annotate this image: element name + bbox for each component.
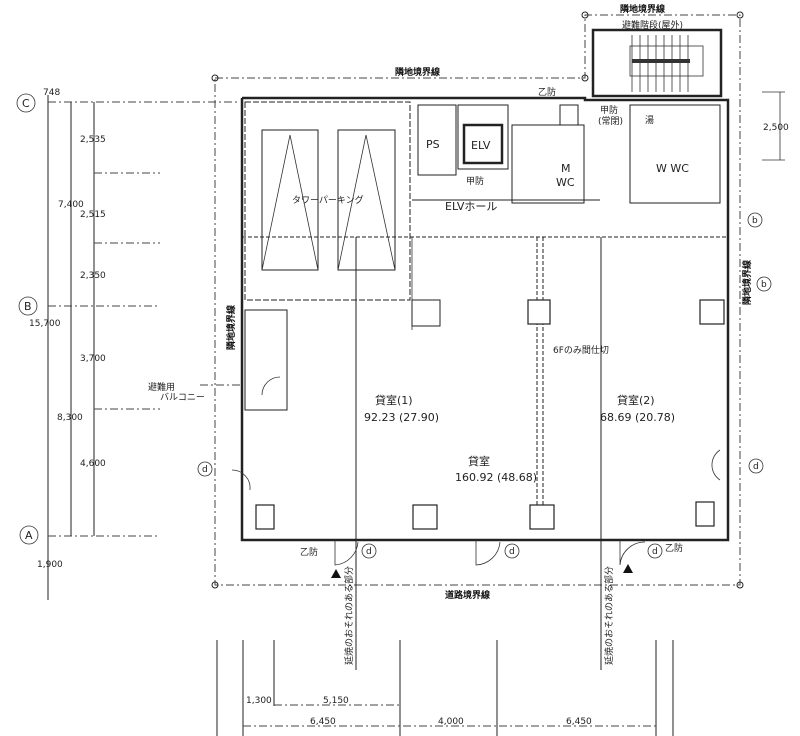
core xyxy=(411,104,721,330)
b-label-1: b xyxy=(752,216,758,226)
adjacent-boundary-right-label: 隣地境界線 xyxy=(741,260,753,305)
entrance-marker-right xyxy=(623,564,633,573)
room-total-name[interactable]: 貸室 xyxy=(468,454,490,468)
partition-note: 6Fのみ間仕切 xyxy=(553,344,609,356)
otsu-door-top-label: 乙防 xyxy=(538,86,556,98)
balcony-label-1: 避難用 xyxy=(148,381,175,393)
ps-label[interactable]: PS xyxy=(426,138,440,151)
kitchen-label: 湯 xyxy=(645,115,654,126)
b-label-2: b xyxy=(761,280,767,290)
d-label-2: d xyxy=(509,547,515,557)
d-label-1: d xyxy=(366,547,372,557)
bottom-dimensions xyxy=(216,640,674,736)
d-label-3: d xyxy=(652,547,658,557)
balcony xyxy=(244,309,288,411)
elv-door-label: 甲防 xyxy=(466,175,484,187)
room2-area: 68.69 (20.78) xyxy=(600,411,675,424)
entrance-marker-left xyxy=(331,569,341,578)
room1-area: 92.23 (27.90) xyxy=(364,411,439,424)
d-label-4: d xyxy=(202,465,208,475)
dim-b-level: 15,700 xyxy=(29,319,61,329)
dim-bottom: 1,900 xyxy=(37,560,63,570)
fire-spread-right-label: 延焼のおそれのある部分 xyxy=(603,566,615,665)
elv-hall-label[interactable]: ELVホール xyxy=(445,200,497,213)
d-markers xyxy=(197,212,772,559)
dim-bottom-1300: 1,300 xyxy=(246,696,272,706)
room-total-area: 160.92 (48.68) xyxy=(455,471,537,484)
dim-bottom-6450-left: 6,450 xyxy=(310,717,336,727)
adjacent-boundary-top-label: 隣地境界線 xyxy=(395,66,440,78)
balcony-label-2: バルコニー xyxy=(160,392,205,403)
dim-seg-5: 4,600 xyxy=(80,459,106,469)
wwc-label[interactable]: W WC xyxy=(656,162,689,175)
kou-closed-label-1: 甲防 xyxy=(600,104,618,116)
adjacent-boundary-stair-label: 隣地境界線 xyxy=(620,3,665,15)
evacuation-stair xyxy=(591,28,723,98)
columns xyxy=(255,299,725,530)
d-label-5: d xyxy=(753,462,759,472)
dim-seg-1: 2,535 xyxy=(80,135,106,145)
dim-bottom-5150: 5,150 xyxy=(323,696,349,706)
grid-axis-b: B xyxy=(24,300,32,313)
property-lines xyxy=(211,11,744,589)
elv-label[interactable]: ELV xyxy=(471,139,491,152)
fire-spread-left-label: 延焼のおそれのある部分 xyxy=(343,566,355,665)
dim-seg-4: 3,700 xyxy=(80,354,106,364)
kou-closed-label-2: (常閉) xyxy=(598,115,623,127)
dim-b-to-a: 8,300 xyxy=(57,413,83,423)
entrance-doors[interactable] xyxy=(231,449,721,566)
dim-seg-2: 2,515 xyxy=(80,210,106,220)
stair-label: 避難階段(屋外) xyxy=(622,19,683,31)
room1-name[interactable]: 貸室(1) xyxy=(375,393,413,407)
road-boundary-label: 道路境界線 xyxy=(445,589,490,601)
mwc-label-wc[interactable]: WC xyxy=(556,176,575,189)
dim-right: 2,500 xyxy=(763,123,789,133)
dim-c-to-b: 7,400 xyxy=(58,200,84,210)
left-dimensions xyxy=(47,95,240,600)
mwc-label-m[interactable]: M xyxy=(561,162,571,175)
otsu-door-bottom-right: 乙防 xyxy=(665,542,683,554)
grid-axis-a: A xyxy=(25,529,33,542)
dim-seg-3: 2,350 xyxy=(80,271,106,281)
dim-bottom-4000: 4,000 xyxy=(438,717,464,727)
grid-axis-c: C xyxy=(22,97,30,110)
building-outline xyxy=(240,96,730,542)
dim-top: 748 xyxy=(43,88,60,98)
room2-name[interactable]: 貸室(2) xyxy=(617,393,655,407)
tower-parking xyxy=(244,101,411,301)
adjacent-boundary-left-label: 隣地境界線 xyxy=(225,305,237,350)
dim-bottom-6450-right: 6,450 xyxy=(566,717,592,727)
parking-label: タワーパーキング xyxy=(292,194,364,206)
otsu-door-bottom-left: 乙防 xyxy=(300,546,318,558)
